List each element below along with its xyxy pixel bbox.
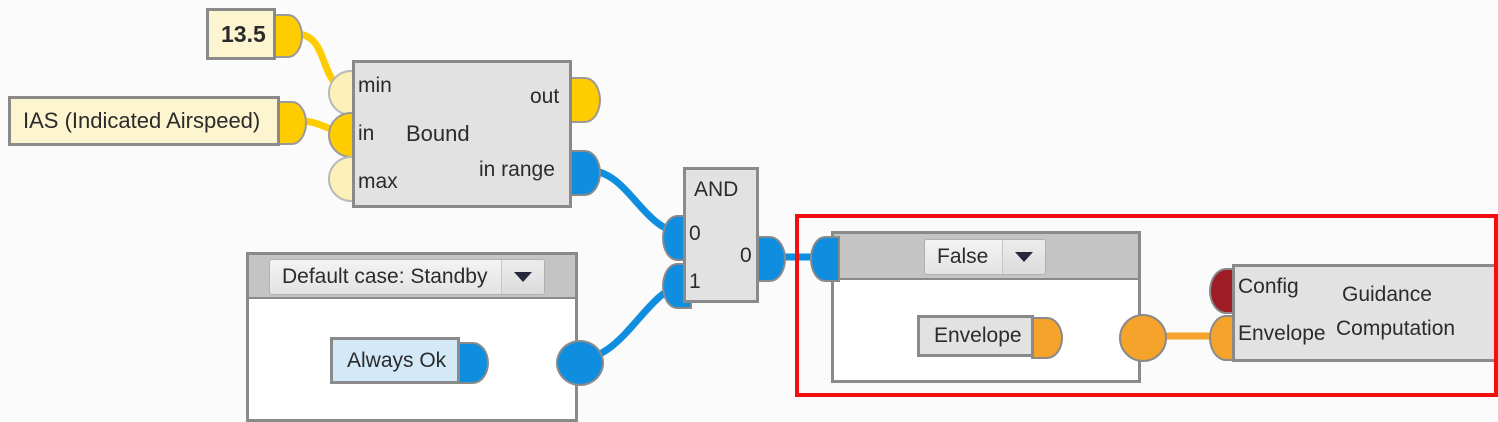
constant-ias-output-port[interactable] [277, 101, 307, 145]
false-dropdown[interactable]: False [924, 239, 1047, 275]
bound-output-port-in-range[interactable] [569, 150, 601, 196]
and-input-label-1: 1 [689, 270, 701, 293]
and-output-label-0: 0 [740, 244, 752, 267]
guidance-block-title-line1: Guidance [1342, 283, 1432, 306]
constant-min-value-output-port[interactable] [273, 14, 303, 58]
bound-input-label-min: min [358, 74, 392, 97]
constant-node-min-value[interactable]: 13.5 [206, 8, 276, 60]
envelope-button-label: Envelope [934, 324, 1022, 347]
standby-panel-output-port[interactable] [556, 340, 604, 386]
bound-input-label-in: in [358, 122, 375, 145]
and-input-label-0: 0 [689, 222, 701, 245]
chevron-down-icon[interactable] [1002, 240, 1046, 274]
bound-block-title: Bound [406, 121, 470, 146]
constant-min-value-label: 13.5 [221, 20, 266, 47]
always-ok-output-port[interactable] [457, 342, 489, 384]
bound-output-port-out[interactable] [569, 77, 601, 123]
always-ok-button[interactable]: Always Ok [330, 337, 460, 384]
standby-panel-header: Default case: Standby [249, 255, 575, 299]
default-case-dropdown-value: Default case: Standby [282, 265, 488, 288]
envelope-panel-output-port[interactable] [1119, 314, 1167, 362]
and-block-title: AND [694, 178, 739, 201]
envelope-panel-header: False [834, 234, 1138, 280]
and-block[interactable] [683, 167, 759, 303]
envelope-panel-input-port[interactable] [810, 236, 840, 282]
bound-input-label-max: max [358, 170, 398, 193]
standby-panel[interactable]: Default case: Standby [246, 252, 578, 422]
default-case-dropdown[interactable]: Default case: Standby [269, 259, 546, 295]
bound-output-label-in-range: in range [479, 158, 555, 181]
always-ok-button-label: Always Ok [347, 348, 447, 372]
envelope-button[interactable]: Envelope [917, 315, 1034, 357]
chevron-down-icon[interactable] [501, 260, 545, 294]
bound-output-label-out: out [530, 85, 560, 108]
envelope-button-output-port[interactable] [1031, 317, 1063, 359]
guidance-input-label-config: Config [1238, 275, 1299, 298]
false-dropdown-value: False [937, 245, 989, 268]
guidance-block-title-line2: Computation [1336, 317, 1456, 340]
constant-node-ias[interactable]: IAS (Indicated Airspeed) [8, 96, 280, 146]
bound-block[interactable] [352, 60, 572, 208]
constant-ias-label: IAS (Indicated Airspeed) [23, 108, 261, 133]
guidance-input-label-envelope: Envelope [1238, 322, 1326, 345]
envelope-panel[interactable]: False [831, 231, 1141, 383]
